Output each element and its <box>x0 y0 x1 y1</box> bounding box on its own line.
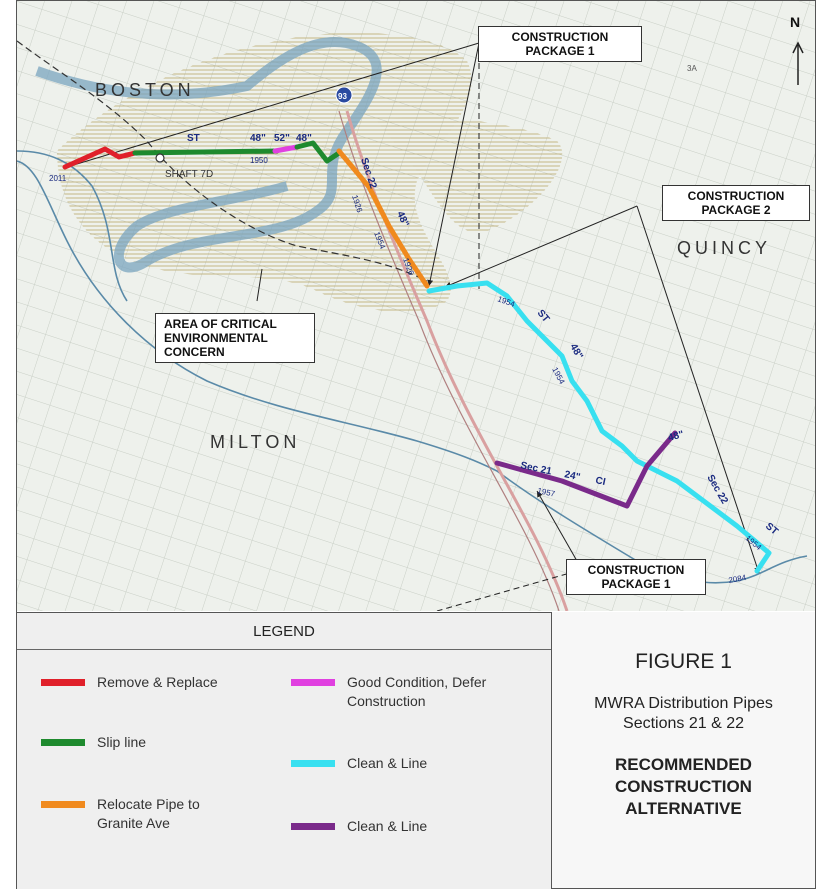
callout-package-1-bottom: CONSTRUCTION PACKAGE 1 <box>566 559 706 595</box>
legend-item-remove-replace: Remove & Replace <box>41 673 218 692</box>
label-48-2: 48" <box>296 133 312 144</box>
label-24: 24" <box>563 469 581 483</box>
legend-label: Good Condition, Defer Construction <box>347 674 487 709</box>
pipe-clean-line-purple <box>494 430 678 509</box>
legend-item-clean-line-purple: Clean & Line <box>291 817 427 836</box>
legend-swatch-cyan <box>291 760 335 767</box>
figure-subtitle-line-2: Sections 21 & 22 <box>623 715 744 732</box>
label-ci: CI <box>594 475 606 488</box>
figure-title-panel: FIGURE 1 MWRA Distribution Pipes Section… <box>552 612 815 888</box>
label-2084: 2084 <box>728 573 748 585</box>
pipe-clean-line-cyan <box>426 280 772 574</box>
interstate-93-shield <box>335 86 353 104</box>
pipe-slip-line <box>132 148 280 156</box>
legend-swatch-magenta <box>291 679 335 686</box>
figure-recommendation: RECOMMENDED CONSTRUCTION ALTERNATIVE <box>552 754 815 820</box>
legend-swatch-orange <box>41 801 85 808</box>
legend-swatch-red <box>41 679 85 686</box>
legend-label: Relocate Pipe to Granite Ave <box>97 796 200 831</box>
label-48-5: 48" <box>667 429 685 444</box>
legend-panel: LEGEND Remove & Replace Slip line Reloca… <box>17 612 552 889</box>
callout-acec: AREA OF CRITICAL ENVIRONMENTAL CONCERN <box>155 313 315 363</box>
city-label-quincy: QUINCY <box>677 238 772 258</box>
acec-wetland-east <box>377 117 563 233</box>
pipe-slip-line-2 <box>294 140 342 164</box>
city-label-milton: MILTON <box>210 432 301 452</box>
rail-line <box>338 110 560 611</box>
label-2011: 2011 <box>49 174 67 183</box>
figure-recommendation-line-2: CONSTRUCTION <box>615 777 752 796</box>
legend-label: Remove & Replace <box>97 674 218 690</box>
legend-item-good-condition: Good Condition, Defer Construction <box>291 673 541 711</box>
label-1950: 1950 <box>250 156 268 165</box>
legend-item-clean-line-cyan: Clean & Line <box>291 754 427 773</box>
pipe-relocate <box>336 148 430 289</box>
legend-label: Slip line <box>97 734 147 750</box>
north-arrow-icon <box>792 41 804 85</box>
figure-title: FIGURE 1 <box>635 650 732 673</box>
figure-subtitle-line-1: MWRA Distribution Pipes <box>594 695 773 712</box>
label-hwy-93: 93 <box>338 92 347 101</box>
legend-swatch-green <box>41 739 85 746</box>
label-st-1: ST <box>187 133 200 144</box>
map-canvas: ST 48" 52" 48" 1950 SHAFT 7D 2011 Sec 22… <box>17 1 815 611</box>
callout-package-1-top: CONSTRUCTION PACKAGE 1 <box>478 26 642 62</box>
legend-title: LEGEND <box>17 613 551 650</box>
callout-package-2: CONSTRUCTION PACKAGE 2 <box>662 185 810 221</box>
callout-leaders <box>66 42 760 611</box>
shaft-7d-marker <box>155 153 165 163</box>
label-shaft-7d: SHAFT 7D <box>165 169 213 180</box>
north-label: N <box>790 14 801 30</box>
legend-item-slip-line: Slip line <box>41 733 146 752</box>
label-48-1: 48" <box>250 133 266 144</box>
figure-recommendation-line-3: ALTERNATIVE <box>625 799 742 818</box>
label-52: 52" <box>274 133 290 144</box>
figure-subtitle: MWRA Distribution Pipes Sections 21 & 22 <box>552 694 815 734</box>
label-route-3a: 3A <box>687 64 697 73</box>
pipe-segments <box>62 140 772 574</box>
legend-label: Clean & Line <box>347 755 428 771</box>
label-1957: 1957 <box>537 486 557 499</box>
water-line-north <box>17 150 128 302</box>
dorchester-tunnel <box>17 40 428 282</box>
legend-label: Clean & Line <box>347 818 428 834</box>
pipe-good-condition <box>272 144 300 154</box>
pipe-remove-replace <box>62 146 138 170</box>
city-label-boston: BOSTON <box>95 80 195 100</box>
figure-recommendation-line-1: RECOMMENDED <box>615 755 752 774</box>
neponset-river <box>35 37 382 273</box>
legend-item-relocate: Relocate Pipe to Granite Ave <box>41 795 211 833</box>
legend-swatch-purple <box>291 823 335 830</box>
